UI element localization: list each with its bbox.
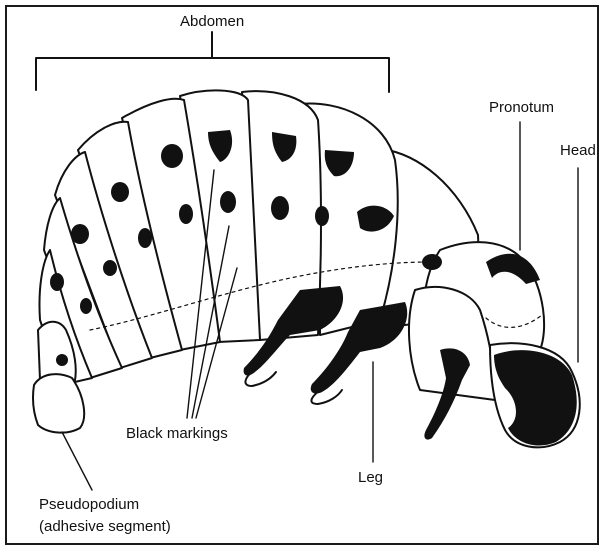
label-pronotum: Pronotum <box>489 99 554 117</box>
label-pseudopodium: Pseudopodium <box>39 496 139 514</box>
label-black-markings: Black markings <box>126 425 228 443</box>
label-leg: Leg <box>358 469 383 487</box>
abdomen-bracket <box>36 32 389 92</box>
label-abdomen: Abdomen <box>180 13 244 31</box>
label-head: Head <box>560 142 596 160</box>
label-pseudopodium-note: (adhesive segment) <box>39 518 171 536</box>
abdomen-segments <box>33 90 478 432</box>
